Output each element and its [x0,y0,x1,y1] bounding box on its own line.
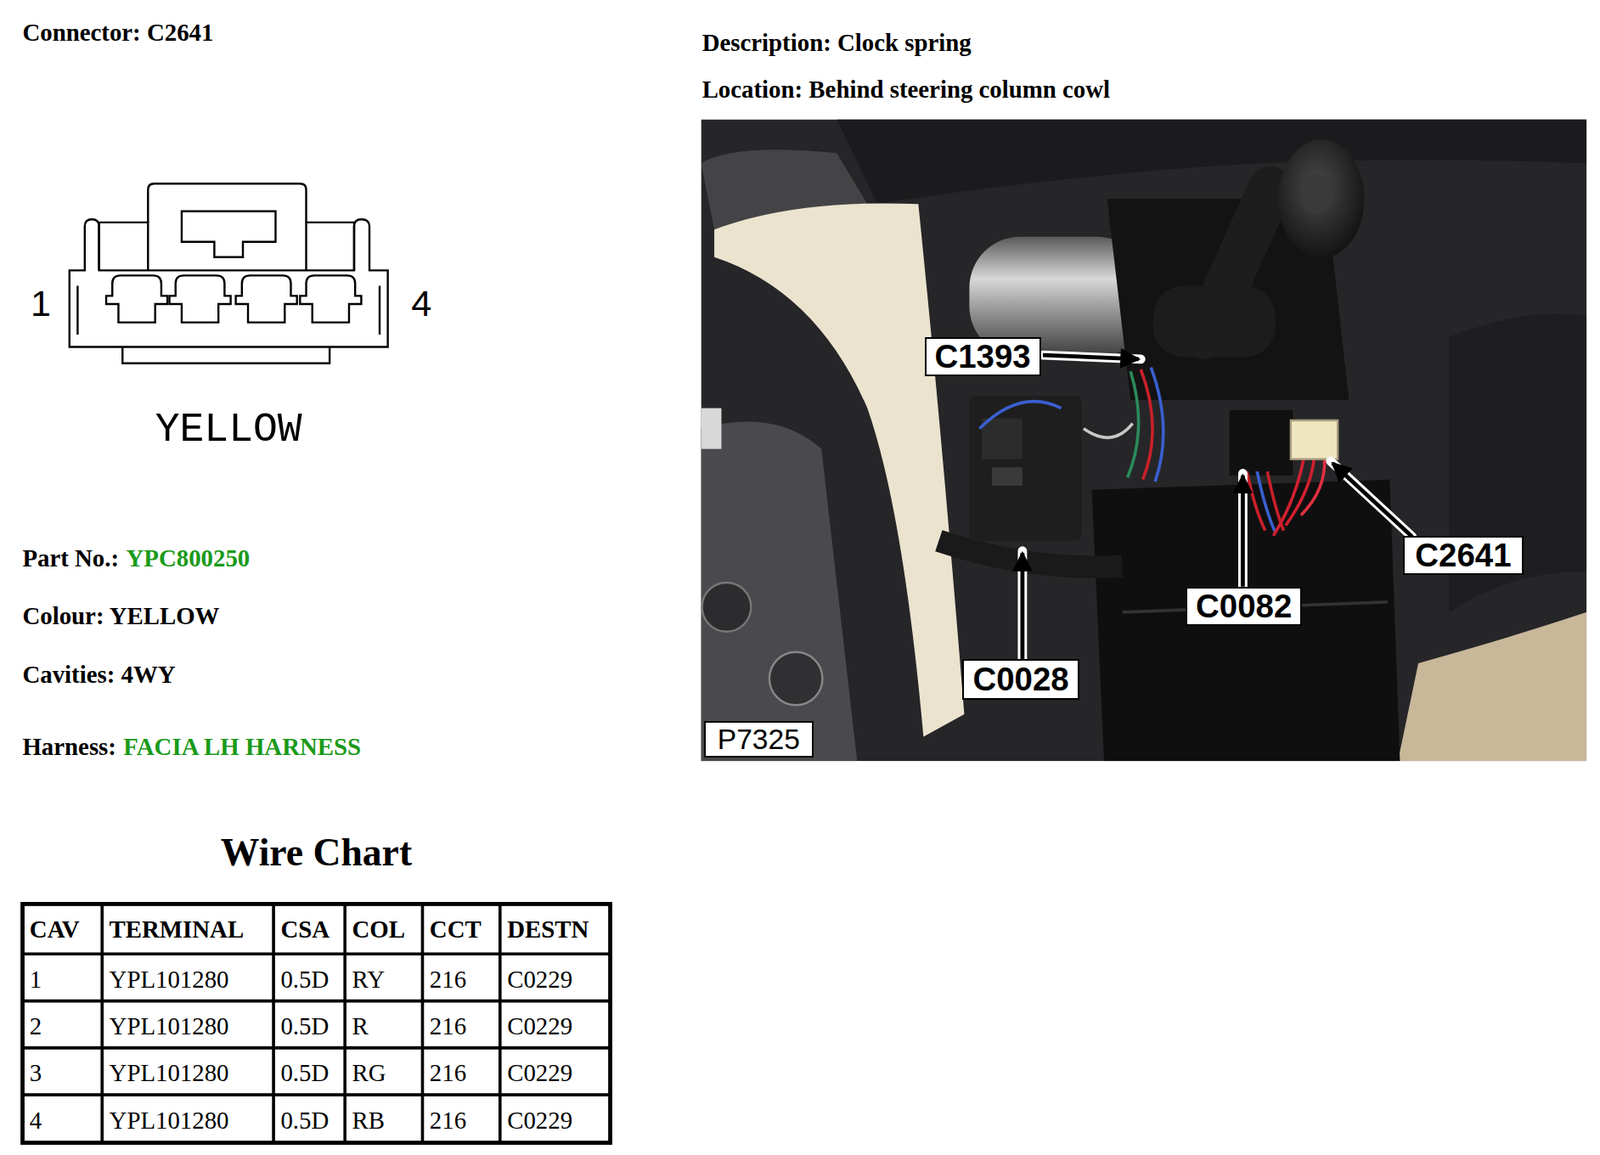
table-cell: 0.5D [280,1108,329,1133]
callout-label: C0082 [1195,590,1292,623]
callout-box: P7325 [704,721,814,757]
table-cell: C0229 [507,1108,573,1133]
table-cell: C0229 [507,1014,573,1039]
callout-box: C1393 [924,337,1042,377]
table-cell: RG [352,1060,387,1086]
callout-box: C2641 [1402,535,1524,575]
table-cell: 216 [429,967,467,992]
field-name: Harness: [22,734,117,760]
table-grid [22,903,611,1143]
table-header: CAV [29,917,80,942]
table-cell: YPL101280 [109,967,230,992]
pin-number: 4 [411,285,432,322]
table-cell: 216 [429,1060,467,1086]
field-text: Colour: YELLOW [22,603,220,629]
table-cell: 4 [29,1108,42,1133]
field-text: Cavities: 4WY [22,662,175,688]
callout-label: C1393 [934,340,1031,373]
table-cell: YPL101280 [109,1060,230,1086]
table-cell: C0229 [507,1060,573,1086]
table-cell: 216 [429,1014,467,1039]
callout-label: C0028 [972,663,1069,696]
description-text: Description: Clock spring [702,30,972,56]
page-title: Connector: C2641 [22,20,214,46]
pin-number: 1 [30,285,51,322]
location-text: Location: Behind steering column cowl [702,77,1110,102]
callout-box: C0082 [1185,586,1302,626]
harness-name: FACIA LH HARNESS [123,734,361,760]
callout-label: P7325 [717,725,800,755]
table-cell: 0.5D [280,1014,329,1039]
table-header: DESTN [507,917,589,942]
table-cell: R [352,1014,369,1039]
table-title: Wire Chart [220,833,412,873]
callout-box: C0028 [962,659,1080,700]
table-cell: 3 [29,1060,42,1086]
connector-face [69,183,389,363]
leader-lines [1022,354,1413,660]
table-cell: 0.5D [280,1060,329,1086]
table-header: CCT [429,917,482,942]
table-cell: RB [352,1108,385,1133]
callout-label: C2641 [1414,539,1511,572]
part-number: YPC800250 [126,546,251,571]
table-cell: 0.5D [280,967,329,992]
table-cell: 216 [429,1108,467,1133]
table-cell: RY [352,967,385,992]
table-header: CSA [280,917,330,942]
table-header: TERMINAL [109,917,245,942]
table-cell: YPL101280 [109,1108,230,1133]
photo [700,119,1587,762]
field-name: Part No.: [22,546,119,571]
connector-colour: YELLOW [155,409,303,451]
table-cell: 1 [29,967,42,992]
table-cell: C0229 [507,967,573,992]
table-cell: YPL101280 [109,1014,230,1039]
table-header: COL [352,917,406,942]
table-cell: 2 [29,1014,42,1039]
